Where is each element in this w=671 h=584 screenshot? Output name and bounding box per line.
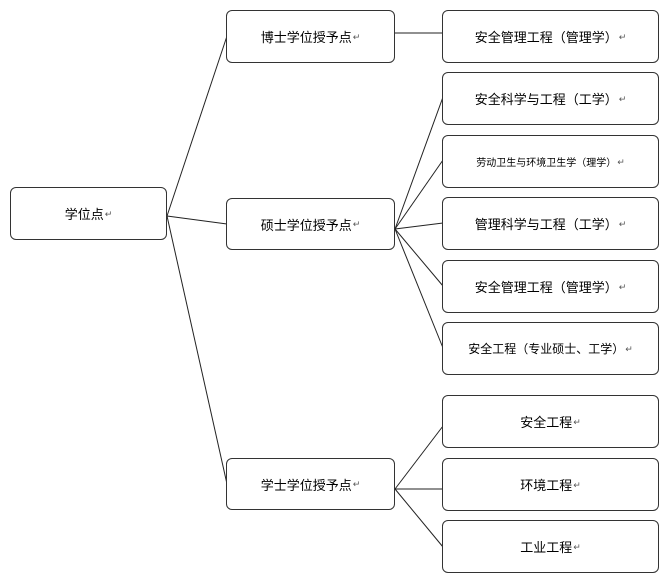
paragraph-mark-icon: ↵ — [104, 209, 113, 220]
paragraph-mark-icon: ↵ — [352, 220, 361, 230]
doctor-node: 博士学位授予点↵ — [226, 10, 395, 63]
doctor-child-label: 安全管理工程（管理学） — [474, 31, 618, 46]
edge-bachelor-child-0 — [394, 425, 444, 490]
edge-root-bachelor — [166, 215, 228, 485]
paragraph-mark-icon: ↵ — [573, 542, 581, 553]
edge-master-child-2 — [394, 222, 444, 230]
paragraph-mark-icon: ↵ — [573, 480, 581, 491]
edge-master-child-4 — [394, 228, 444, 349]
paragraph-mark-icon: ↵ — [573, 417, 581, 428]
bachelor-child-label: 工业工程 — [520, 541, 573, 556]
paragraph-mark-icon: ↵ — [618, 32, 627, 43]
bachelor-child-node: 工业工程↵ — [442, 520, 659, 573]
master-child-label: 安全科学与工程（工学） — [474, 93, 618, 108]
bachelor-child-node: 安全工程↵ — [442, 395, 659, 448]
bachelor-node: 学士学位授予点↵ — [226, 458, 395, 510]
master-child-label: 劳动卫生与环境卫生学（理学） — [476, 158, 617, 169]
master-label: 硕士学位授予点 — [260, 218, 352, 234]
edge-bachelor-child-2 — [394, 488, 444, 548]
master-child-node: 管理科学与工程（工学）↵ — [442, 197, 659, 250]
edge-root-master — [166, 215, 228, 225]
master-child-label: 安全管理工程（管理学） — [474, 281, 618, 296]
master-child-node: 安全工程（专业硕士、工学）↵ — [442, 322, 659, 375]
paragraph-mark-icon: ↵ — [618, 282, 627, 293]
edge-master-child-0 — [394, 96, 444, 230]
paragraph-mark-icon: ↵ — [352, 480, 361, 490]
paragraph-mark-icon: ↵ — [617, 157, 625, 168]
paragraph-mark-icon: ↵ — [618, 94, 627, 105]
edge-master-child-3 — [394, 228, 444, 287]
bachelor-child-label: 安全工程 — [520, 416, 573, 431]
master-child-node: 安全管理工程（管理学）↵ — [442, 260, 659, 313]
master-child-label: 安全工程（专业硕士、工学） — [468, 342, 625, 356]
bachelor-label: 学士学位授予点 — [260, 478, 352, 494]
master-child-node: 劳动卫生与环境卫生学（理学）↵ — [442, 135, 659, 188]
edge-master-child-1 — [394, 159, 444, 230]
master-child-label: 管理科学与工程（工学） — [474, 218, 618, 233]
root-label: 学位点 — [64, 208, 104, 223]
bachelor-child-node: 环境工程↵ — [442, 458, 659, 511]
bachelor-child-label: 环境工程 — [520, 479, 573, 494]
edge-root-doctor — [166, 35, 228, 217]
master-node: 硕士学位授予点↵ — [226, 198, 395, 250]
paragraph-mark-icon: ↵ — [352, 32, 361, 43]
paragraph-mark-icon: ↵ — [618, 219, 627, 230]
doctor-child-node: 安全管理工程（管理学）↵ — [442, 10, 659, 63]
doctor-label: 博士学位授予点 — [260, 31, 352, 46]
master-child-node: 安全科学与工程（工学）↵ — [442, 72, 659, 125]
root-node: 学位点↵ — [10, 187, 167, 240]
paragraph-mark-icon: ↵ — [625, 344, 633, 355]
